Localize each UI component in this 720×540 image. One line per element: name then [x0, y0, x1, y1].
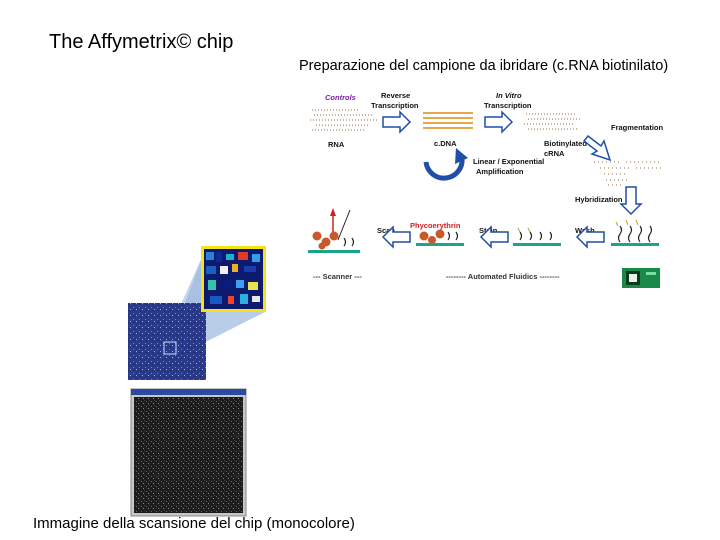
automated-fluidics-label: -------- Automated Fluidics --------	[446, 272, 560, 281]
scan-label: Scan	[377, 226, 395, 235]
arrow-stain-icon	[479, 225, 509, 249]
reverse-transcription-label: Transcription	[371, 101, 419, 110]
arrow-reverse-transcription-icon	[382, 110, 412, 134]
diagram-subtitle: Preparazione del campione da ibridare (c…	[299, 58, 669, 74]
hybridization-label: Hybridization	[575, 195, 623, 204]
scan-image-caption: Immagine della scansione del chip (monoc…	[33, 515, 355, 532]
controls-label: Controls	[325, 93, 356, 102]
arrow-hybridization-icon	[619, 186, 643, 216]
blue-scan-image	[128, 303, 206, 380]
cdna-strands	[423, 112, 473, 129]
zoomed-scan-detail	[201, 246, 266, 312]
amplification-label-2: Amplification	[476, 167, 524, 176]
arrow-scan-icon	[381, 225, 411, 249]
hybridized-probes	[611, 219, 659, 246]
scanned-probes	[308, 208, 360, 253]
stained-probes	[416, 229, 464, 246]
arrow-in-vitro-icon	[484, 110, 514, 134]
in-vitro-label: In Vitro	[496, 91, 522, 100]
reverse-label: Reverse	[381, 91, 410, 100]
amplification-cycle-icon	[423, 157, 465, 181]
biotinylated-label: Biotinylated	[544, 139, 587, 148]
sample-prep-diagram: Controls RNA Reverse Transcription c.DNA…	[308, 91, 664, 288]
slide-title: The Affymetrix© chip	[49, 31, 234, 53]
grayscale-scan-window	[130, 388, 247, 517]
cdna-label: c.DNA	[434, 139, 457, 148]
rna-label: RNA	[328, 140, 345, 149]
fluidics-station-icon	[622, 268, 660, 288]
rna-strands	[310, 109, 378, 131]
amplification-label-1: Linear / Exponential	[473, 157, 544, 166]
crna-label: cRNA	[544, 149, 565, 158]
in-vitro-transcription-label: Transcription	[484, 101, 532, 110]
arrow-fragmentation-icon	[582, 134, 612, 162]
fragments	[594, 161, 664, 186]
washed-probes	[513, 227, 561, 246]
phycoerythrin-label: Phycoerythrin	[410, 221, 461, 230]
crna-strands	[524, 113, 580, 130]
fragmentation-label: Fragmentation	[611, 123, 664, 132]
scanner-label: --- Scanner ---	[313, 272, 362, 281]
arrow-wash-icon	[575, 225, 605, 249]
